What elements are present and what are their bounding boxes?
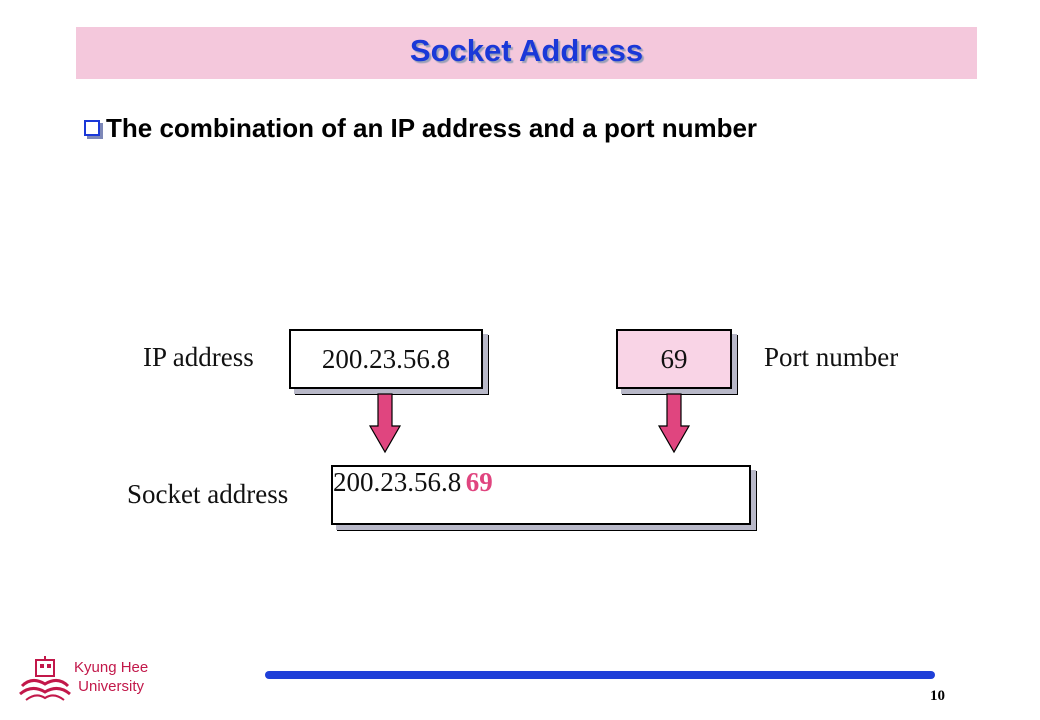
- kyung-hee-emblem-icon: [19, 656, 71, 701]
- socket-address-box: 200.23.56.8 69: [331, 465, 751, 525]
- ip-address-value: 200.23.56.8: [321, 343, 451, 374]
- port-down-arrow-icon: [657, 393, 691, 454]
- port-number-value: 69: [660, 343, 688, 374]
- bullet-text: The combination of an IP address and a p…: [106, 112, 758, 143]
- socket-port-value: 69: [465, 467, 493, 497]
- slide-title: Socket Address: [409, 33, 644, 68]
- port-number-label: Port number: [764, 342, 899, 372]
- square-bullet-icon: [84, 120, 100, 136]
- ip-address-box: 200.23.56.8: [289, 329, 483, 389]
- university-line-2: University: [78, 678, 145, 695]
- university-name: Kyung Hee University: [74, 658, 148, 696]
- page-number: 10: [930, 688, 945, 704]
- ip-down-arrow-icon: [368, 393, 402, 454]
- ip-address-label: IP address: [143, 342, 254, 372]
- port-number-box: 69: [616, 329, 732, 389]
- socket-ip-value: 200.23.56.8: [333, 467, 462, 497]
- socket-address-label: Socket address: [127, 479, 289, 509]
- university-line-1: Kyung Hee: [74, 659, 149, 676]
- title-bar: Socket Address: [76, 27, 977, 79]
- bullet-item: The combination of an IP address and a p…: [84, 110, 757, 146]
- footer-divider: [265, 671, 935, 679]
